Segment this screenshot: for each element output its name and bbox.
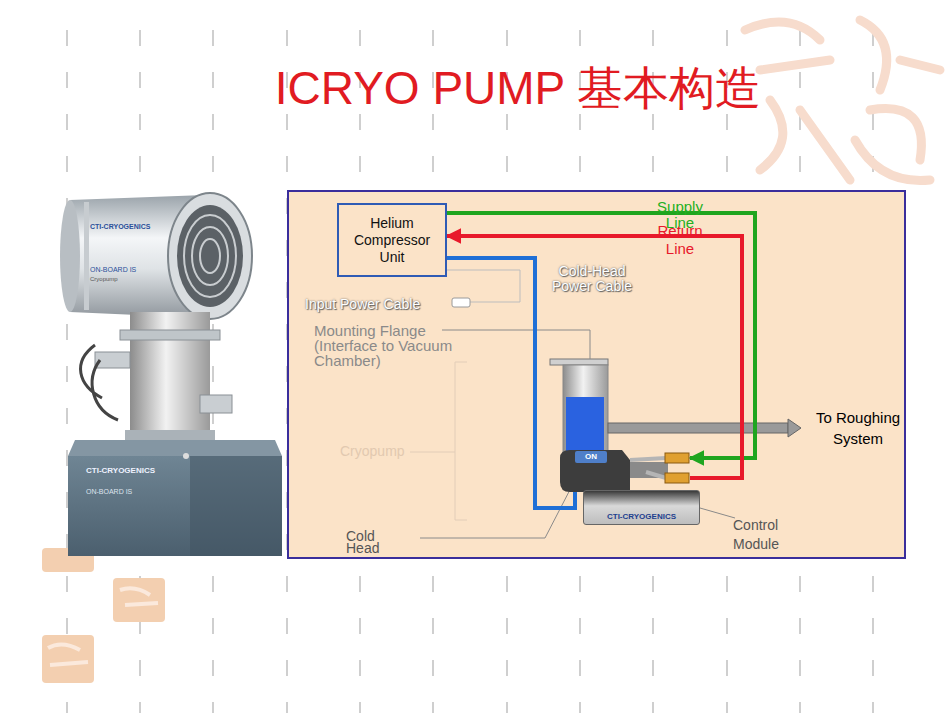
pump-window xyxy=(566,397,604,457)
connector-line xyxy=(447,213,755,458)
cable-label: Input Power Cable xyxy=(305,296,420,313)
part-label: Mounting Flange (Interface to Vacuum Cha… xyxy=(314,323,474,368)
base-box xyxy=(68,456,282,556)
pump-flange xyxy=(168,193,252,319)
column-ring xyxy=(125,430,215,440)
roughing-pipe xyxy=(608,423,788,433)
gas-tube xyxy=(630,458,666,478)
pump-array-ring xyxy=(192,227,228,285)
base-screw xyxy=(183,453,189,459)
seal-watermark xyxy=(745,20,940,181)
pump-cylinder xyxy=(563,365,608,460)
base-top xyxy=(68,440,282,456)
seal-stamp xyxy=(42,635,94,683)
cold-head: ON xyxy=(560,450,690,492)
connector-line xyxy=(447,258,575,508)
connector-line xyxy=(447,236,742,478)
cold-head-body xyxy=(560,450,630,492)
pump-cable xyxy=(81,345,118,420)
node-text: Helium Compressor Unit xyxy=(339,215,445,266)
leader-lines xyxy=(410,270,735,538)
pump-drawing xyxy=(550,359,801,460)
cold-head-outline xyxy=(560,450,690,492)
pump-band xyxy=(84,202,89,310)
roughing-pipe-tip xyxy=(788,419,801,437)
side-port xyxy=(95,352,130,368)
leader-line xyxy=(700,508,735,518)
pump-array-ring xyxy=(184,215,236,297)
product-marking: ON-BOARD IS xyxy=(86,488,132,496)
leader-line xyxy=(442,330,590,359)
bracket xyxy=(410,362,467,520)
gas-fitting xyxy=(665,453,689,463)
gas-fitting xyxy=(665,473,689,483)
seal-stroke xyxy=(855,20,940,181)
grid-line xyxy=(212,30,214,713)
mounting-flange xyxy=(550,359,608,365)
compressor-box: Helium Compressor Unit xyxy=(337,203,447,277)
side-port xyxy=(200,395,232,413)
column-flange xyxy=(120,330,220,340)
pump-end xyxy=(60,200,80,312)
seal-stamp xyxy=(113,578,165,622)
diagram-frame xyxy=(288,191,905,558)
destination-label: To Roughing System xyxy=(812,407,904,449)
power-cable xyxy=(447,270,520,302)
product-marking: ON-BOARD IS xyxy=(90,266,136,274)
pump-array-ring xyxy=(200,239,220,273)
part-label: Cryopump xyxy=(340,443,412,460)
power-plug xyxy=(452,298,470,307)
seal-stroke xyxy=(48,588,158,665)
cryopump-photo xyxy=(60,193,282,556)
line-label: Cold-Head Power Cable xyxy=(548,264,636,294)
status-badge xyxy=(575,451,607,463)
product-marking: CTI-CRYOGENICS xyxy=(90,223,150,231)
product-marking: CTI-CRYOGENICS xyxy=(86,466,155,476)
control-module: CTI-CRYOGENICS xyxy=(583,490,700,525)
line-label: Return Line xyxy=(650,222,710,258)
node-text: ON xyxy=(577,452,605,462)
pump-opening xyxy=(177,205,243,307)
grid-line xyxy=(66,30,68,713)
slide-title: ICRYO PUMP 基本构造 xyxy=(150,60,886,116)
node-text: CTI-CRYOGENICS xyxy=(584,512,699,522)
base-side xyxy=(190,456,282,556)
product-marking: Cryopump xyxy=(90,276,118,283)
part-label: Control Module xyxy=(733,516,795,554)
part-label: Cold Head xyxy=(346,530,394,554)
